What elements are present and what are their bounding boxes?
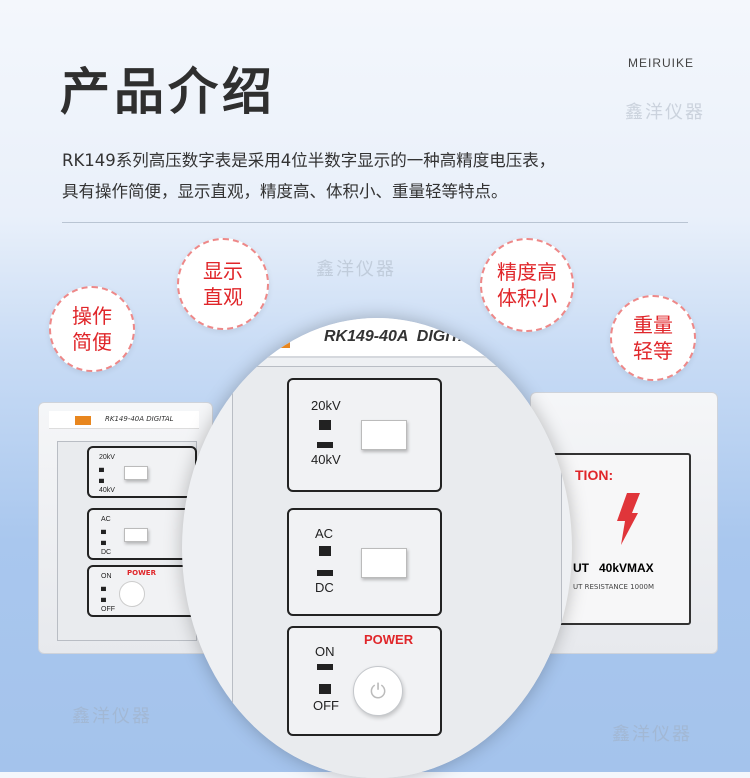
- mode-ac-label: AC: [315, 526, 334, 541]
- page-title: 产品介绍: [60, 63, 276, 121]
- range-high-label: 20kV: [311, 398, 341, 413]
- caution-label: TION:: [575, 467, 614, 483]
- model-label: RK149-40A DIGITAL: [324, 328, 480, 345]
- divider: [62, 222, 688, 223]
- magnifier-view: RK149-40A DIGITAL 20kV 40kV AC DC ON OFF…: [182, 318, 572, 778]
- high-voltage-icon: [617, 493, 640, 545]
- feature-text: 轻等: [633, 339, 673, 363]
- input-max-label: UT 40kVMAX: [573, 561, 654, 575]
- feature-bubble: 精度高体积小: [480, 238, 574, 332]
- feature-bubble: 显示直观: [177, 238, 269, 330]
- feature-text: 体积小: [497, 286, 557, 310]
- feature-bubble: 重量轻等: [610, 295, 696, 381]
- feature-text: 操作: [72, 304, 112, 328]
- range-low-label: 40kV: [311, 452, 341, 467]
- power-icon: ⏻: [370, 679, 386, 703]
- feature-bubble: 操作简便: [49, 286, 135, 372]
- off-label: OFF: [313, 698, 339, 713]
- description-line-2: 具有操作简便，显示直观，精度高、体积小、重量轻等特点。: [62, 182, 508, 201]
- watermark: 鑫洋仪器: [72, 706, 152, 727]
- feature-text: 精度高: [497, 260, 557, 284]
- feature-text: 重量: [633, 313, 673, 337]
- on-label: ON: [315, 644, 335, 659]
- watermark: 鑫洋仪器: [612, 724, 692, 745]
- power-box: ON OFF POWER ⏻: [287, 626, 442, 736]
- watermark: 鑫洋仪器: [625, 102, 705, 123]
- feature-text: 直观: [203, 285, 243, 309]
- brand-logo: [252, 330, 290, 348]
- mode-switch[interactable]: [361, 548, 407, 578]
- feature-text: 简便: [72, 330, 112, 354]
- feature-text: 显示: [203, 259, 243, 283]
- device-left-view: RK149-40A DIGITAL 20kV▄▄40kV AC▄▄DC ON▄▄…: [38, 402, 213, 654]
- mode-switch-box: AC DC: [287, 508, 442, 616]
- mode-dc-label: DC: [315, 580, 334, 595]
- description-line-1: RK149系列高压数字表是采用4位半数字显示的一种高精度电压表，: [62, 151, 556, 170]
- power-button[interactable]: ⏻: [353, 666, 403, 716]
- range-switch[interactable]: [361, 420, 407, 450]
- range-switch-box: 20kV 40kV: [287, 378, 442, 492]
- power-label: POWER: [364, 632, 414, 647]
- model-label-small: RK149-40A DIGITAL: [105, 415, 174, 423]
- watermark: 鑫洋仪器: [316, 259, 396, 280]
- brand-name: MEIRUIKE: [628, 56, 695, 70]
- input-resistance-label: UT RESISTANCE 1000M: [573, 583, 655, 591]
